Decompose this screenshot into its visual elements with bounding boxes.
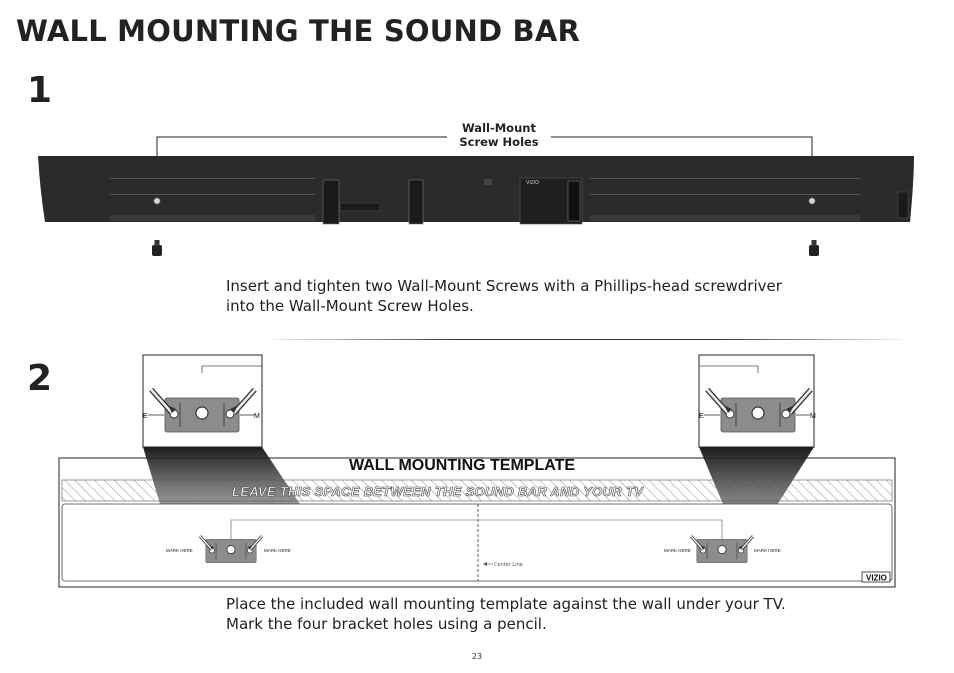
screw-icon xyxy=(809,240,819,256)
zoom-panel-right: E M xyxy=(698,354,816,448)
vizio-logo: VIZIO xyxy=(866,574,887,583)
zoom-label-left-2: E xyxy=(699,413,704,420)
screw-hole-left xyxy=(153,197,161,205)
label-line-1: Wall-Mount xyxy=(462,121,536,135)
wall-mounting-template: VIZIO xyxy=(58,457,896,588)
screw-hole-right xyxy=(808,197,816,205)
mark-here-label: MARK HERE xyxy=(664,548,691,553)
section-divider xyxy=(270,339,902,340)
wall-mount-screw-holes-label: Wall-Mount Screw Holes xyxy=(447,121,551,149)
step-1-instruction: Insert and tighten two Wall-Mount Screws… xyxy=(226,277,782,315)
zoom-panel-left: E M xyxy=(142,354,263,448)
page-number: 23 xyxy=(471,652,483,661)
step-number-1: 1 xyxy=(27,70,53,111)
step-2-instruction: Place the included wall mounting templat… xyxy=(226,595,786,633)
zoom-label-left: E xyxy=(143,413,148,420)
mark-here-label: MARK HERE xyxy=(754,548,781,553)
zoom-label-right-2: M xyxy=(810,413,816,420)
screw-icon xyxy=(152,240,162,256)
step-number-2: 2 xyxy=(27,358,53,399)
label-line-2: Screw Holes xyxy=(459,135,539,149)
soundbar: VIZIO xyxy=(38,156,914,225)
template-space-text: LEAVE THIS SPACE BETWEEN THE SOUND BAR A… xyxy=(232,484,644,500)
center-line-label: Center Line xyxy=(494,562,523,568)
page-title: WALL MOUNTING THE SOUND BAR xyxy=(16,14,581,48)
zoom-label-right: M xyxy=(254,413,260,420)
mark-here-label: MARK HERE xyxy=(264,548,291,553)
soundbar-brand: VIZIO xyxy=(526,180,539,186)
mark-here-label: MARK HERE xyxy=(166,548,193,553)
template-title: WALL MOUNTING TEMPLATE xyxy=(349,457,576,474)
